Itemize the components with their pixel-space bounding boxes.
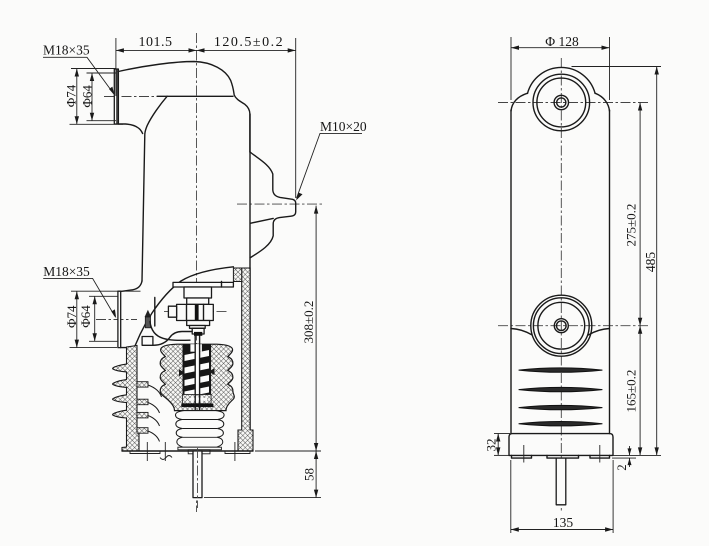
svg-text:Φ74: Φ74 [64, 305, 79, 328]
svg-text:Φ74: Φ74 [63, 84, 78, 107]
svg-text:Φ64: Φ64 [78, 305, 93, 328]
svg-text:135: 135 [553, 515, 574, 530]
svg-text:Φ 128: Φ 128 [545, 34, 579, 49]
svg-text:M18×35: M18×35 [43, 43, 90, 58]
svg-text:Φ64: Φ64 [79, 85, 94, 108]
svg-text:101.5: 101.5 [139, 35, 173, 50]
svg-text:M18×35: M18×35 [43, 264, 90, 279]
svg-text:275±0.2: 275±0.2 [624, 204, 639, 247]
svg-text:308±0.2: 308±0.2 [301, 301, 316, 344]
svg-text:165±0.2: 165±0.2 [624, 370, 639, 413]
svg-text:120.5±0.2: 120.5±0.2 [214, 35, 284, 50]
svg-text:M10×20: M10×20 [320, 119, 367, 134]
svg-text:58: 58 [302, 468, 317, 481]
svg-text:2: 2 [615, 464, 629, 470]
svg-text:485: 485 [643, 252, 658, 273]
svg-text:32: 32 [484, 439, 499, 452]
